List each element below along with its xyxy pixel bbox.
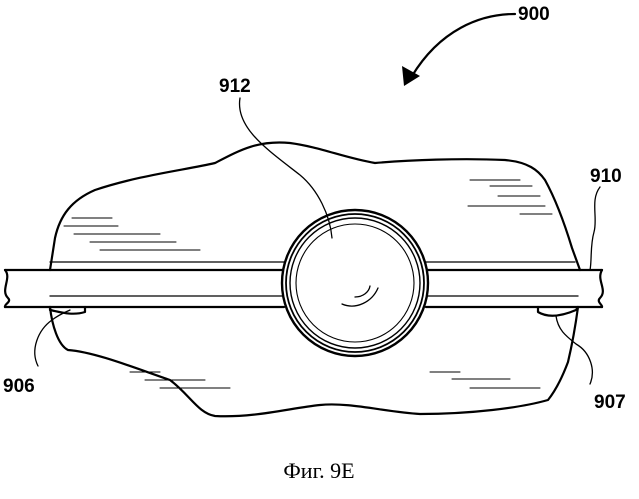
label-900: 900	[518, 4, 550, 25]
hatching-lower-right	[430, 372, 540, 388]
hatching-upper-left	[64, 218, 200, 250]
ball-outer-ring	[282, 210, 428, 356]
leader-900	[412, 14, 515, 76]
right-notch	[538, 307, 578, 316]
figure-caption: Фиг. 9E	[283, 458, 354, 483]
leader-910	[590, 187, 600, 270]
rod-right-break	[599, 270, 603, 307]
label-907: 907	[594, 392, 626, 413]
rod-left-break	[5, 270, 9, 307]
label-912: 912	[219, 76, 251, 97]
leader-912	[239, 98, 332, 238]
hatching-upper-right	[468, 180, 552, 214]
label-906: 906	[3, 376, 35, 397]
hatching-lower-left	[130, 372, 230, 388]
label-910: 910	[590, 166, 622, 187]
